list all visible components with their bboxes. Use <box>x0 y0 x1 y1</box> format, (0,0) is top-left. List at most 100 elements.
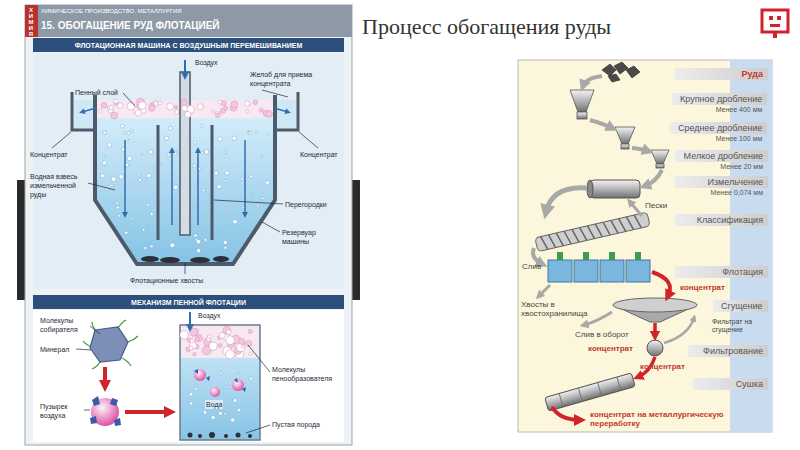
mineral-particles <box>92 396 100 406</box>
foam-bubbles <box>226 336 235 345</box>
bubbles <box>204 238 207 241</box>
bubbles <box>185 111 191 117</box>
bubbles <box>154 101 159 106</box>
bubbles <box>245 101 250 106</box>
foam-bubbles <box>189 402 193 406</box>
bubbles <box>266 132 269 135</box>
ore-rocks <box>608 74 620 82</box>
bubbles <box>100 174 104 178</box>
bubbles <box>173 185 177 189</box>
stage-name: Флотация <box>675 266 768 278</box>
loaded-bubbles <box>210 387 220 397</box>
bubbles <box>107 143 112 148</box>
foam-bubbles <box>189 392 193 396</box>
crusher <box>651 150 669 164</box>
bubbles <box>197 104 203 110</box>
bubbles <box>257 205 260 208</box>
loaded-bubbles <box>194 369 246 397</box>
bubbles <box>242 207 244 209</box>
bubbles <box>125 231 128 234</box>
mill <box>587 180 640 198</box>
scheme-arrows <box>645 170 662 186</box>
bubbles <box>146 204 149 207</box>
stage-name: Сушка <box>693 378 768 390</box>
crusher <box>570 90 669 168</box>
flotation-cells <box>574 260 598 282</box>
flotation-mechanism <box>181 326 259 358</box>
foam-bubbles <box>211 416 215 420</box>
poster-frame <box>25 5 352 37</box>
flotation-mechanism <box>125 410 170 414</box>
bubbles <box>170 243 175 248</box>
bubbles <box>240 178 243 181</box>
thickener <box>613 298 697 312</box>
bubbles <box>120 124 124 128</box>
bubbles <box>165 136 169 140</box>
poster-frame <box>33 310 344 442</box>
bubbles <box>137 173 140 176</box>
foam-bubbles <box>231 418 235 422</box>
flotation-machine <box>275 100 296 130</box>
flotation-machine <box>180 72 190 235</box>
bubbles <box>224 179 227 182</box>
gangue <box>198 434 202 438</box>
slide-icon <box>773 32 777 38</box>
scheme-panel <box>518 60 772 432</box>
foam-bubbles <box>224 381 227 384</box>
flow-arrows <box>244 140 246 215</box>
part-label: Вода <box>205 400 223 409</box>
flotation-cells <box>635 252 641 260</box>
dryer <box>545 373 635 411</box>
flotation-cells <box>583 252 589 260</box>
gangue <box>188 433 193 438</box>
foam-bubbles <box>218 344 222 348</box>
flow-arrows <box>82 108 96 112</box>
bubbles <box>202 189 205 192</box>
part-label: Перегородки <box>285 200 327 209</box>
stage-name: Руда <box>675 68 768 80</box>
part-label: Воздух <box>195 58 218 67</box>
part-label: Пустая порода <box>272 420 338 429</box>
loaded-bubbles <box>194 369 206 381</box>
leader-lines <box>90 326 100 334</box>
bubbles <box>201 151 204 154</box>
flotation-cells <box>626 260 650 282</box>
foam-bubbles <box>189 346 193 350</box>
bubbles <box>160 163 162 165</box>
bubbles <box>231 101 238 108</box>
dryer <box>559 377 621 407</box>
bubbles <box>172 225 174 227</box>
foam-bubbles <box>190 328 198 336</box>
bubbles <box>204 150 208 154</box>
slide-title: Процесс обогащения руды <box>362 14 611 40</box>
part-label: концентрат <box>640 362 685 371</box>
flow-arrows <box>82 108 288 225</box>
bubbles <box>221 101 226 106</box>
flotation-machine <box>275 92 298 130</box>
poster-frame <box>17 5 360 445</box>
flotation-cells <box>548 260 572 282</box>
bubbles <box>200 124 203 127</box>
bubbles <box>102 161 107 166</box>
bubbles <box>141 153 143 155</box>
classifier <box>535 212 650 252</box>
bubbles <box>105 164 107 166</box>
part-label: Концентрат <box>30 150 68 159</box>
slide-icon <box>762 10 788 32</box>
foam-bubbles <box>246 340 252 346</box>
leader-lines <box>76 349 91 350</box>
bubbles <box>193 164 196 167</box>
foam-bubbles <box>249 377 252 380</box>
bubbles <box>99 109 102 112</box>
size-note: Менее 0,074 мм <box>675 188 768 197</box>
stage-bar: Сгущение <box>713 300 768 312</box>
stage-bar: ИзмельчениеМенее 0,074 мм <box>675 176 768 197</box>
bubbles <box>216 113 221 118</box>
sediment <box>190 257 210 263</box>
bubbles <box>111 112 118 119</box>
scheme-arrows <box>632 148 648 151</box>
part-label: Резервуар машины <box>282 228 340 246</box>
bubbles <box>266 181 270 185</box>
bubbles <box>138 178 141 181</box>
flow-arrows <box>274 108 288 112</box>
